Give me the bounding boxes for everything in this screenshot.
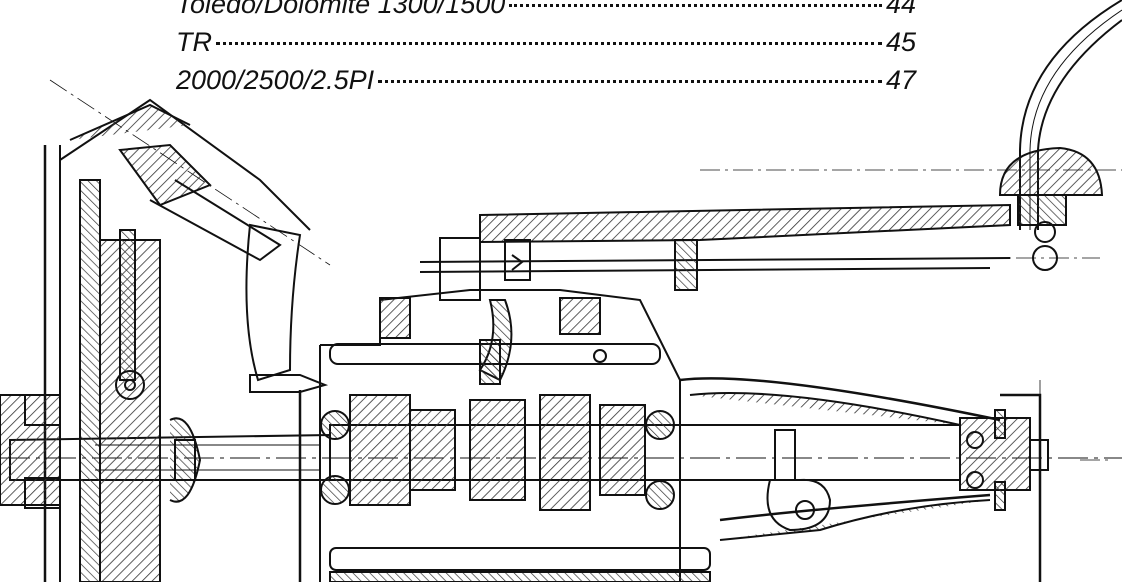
toc-entry-title: TR xyxy=(176,27,212,57)
toc-entry-page: 44 xyxy=(885,0,916,19)
toc-entry[interactable]: Toledo/Dolomite 1300/1500 44 xyxy=(176,0,916,21)
toc-dot-leader xyxy=(378,80,882,83)
toc-entry[interactable]: 2000/2500/2.5PI 47 xyxy=(176,63,916,97)
toc-entry-title: 2000/2500/2.5PI xyxy=(176,65,375,95)
toc-entry-page: 45 xyxy=(885,27,916,57)
toc-entry-page: 47 xyxy=(885,65,916,95)
toc-entry-title: Toledo/Dolomite 1300/1500 xyxy=(176,0,506,19)
toc-dot-leader xyxy=(216,42,882,45)
toc-dot-leader xyxy=(509,4,882,7)
toc-entry[interactable]: TR 45 xyxy=(176,25,916,59)
